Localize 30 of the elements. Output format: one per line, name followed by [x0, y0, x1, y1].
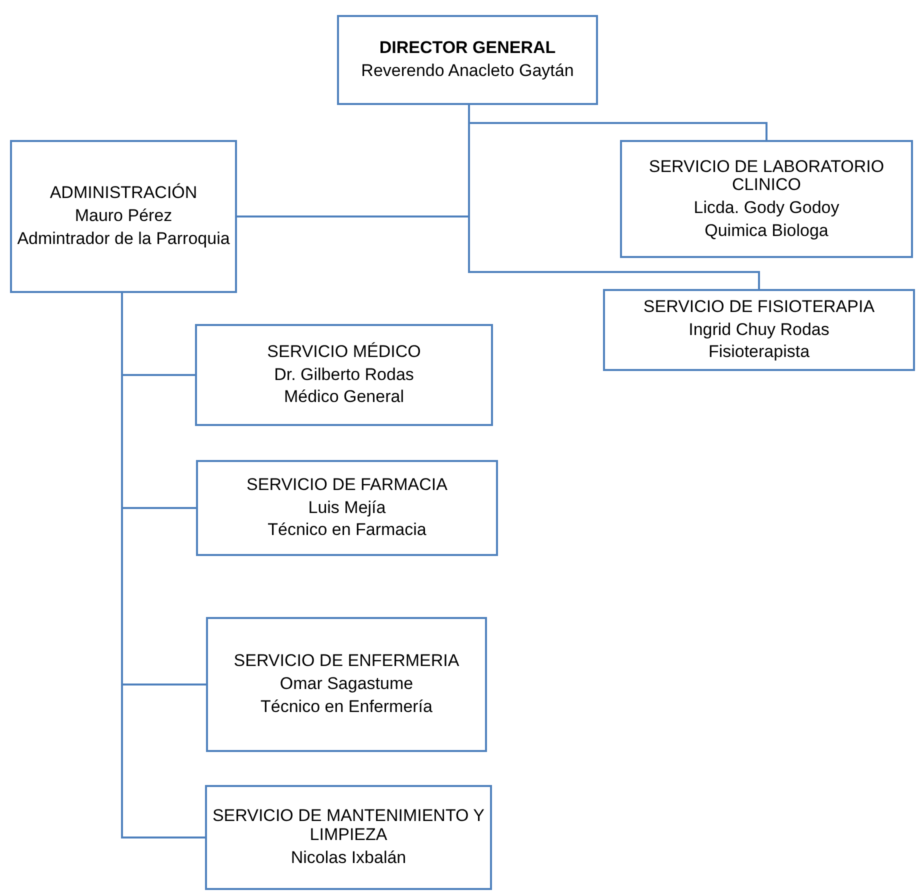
- person-name: Luis Mejía: [308, 498, 386, 518]
- job-title: Admintrador de la Parroquia: [17, 230, 230, 249]
- unit-title: SERVICIO DE LABORATORIO CLINICO: [648, 158, 886, 195]
- person-name: Mauro Pérez: [74, 207, 172, 226]
- unit-title: SERVICIO DE FARMACIA: [246, 476, 448, 495]
- service-box: [620, 140, 913, 258]
- person-name: Dr. Gilberto Rodas: [274, 366, 414, 384]
- person-name: Omar Sagastume: [280, 675, 414, 694]
- job-title: Técnico en Enfermería: [260, 698, 432, 717]
- unit-title: DIRECTOR GENERAL: [379, 39, 556, 58]
- person-name: Licda. Gody Godoy: [694, 199, 840, 218]
- service-box: [196, 460, 498, 556]
- unit-title: SERVICIO DE FISIOTERAPIA: [643, 298, 875, 317]
- director-box: [337, 15, 598, 105]
- job-title: Técnico en Farmacia: [268, 521, 426, 540]
- service-box: [206, 617, 487, 752]
- unit-title: ADMINISTRACIÓN: [50, 184, 198, 204]
- department-box: [10, 140, 237, 293]
- unit-title: SERVICIO MÉDICO: [267, 342, 421, 362]
- person-name: Nicolas Ixbalán: [290, 848, 406, 868]
- job-title: Médico General: [284, 388, 404, 408]
- job-title: Quimica Biologa: [704, 222, 828, 240]
- unit-title: SERVICIO DE MANTENIMIENTO Y LIMPIEZA: [211, 807, 486, 845]
- job-title: Fisioterapista: [708, 343, 810, 362]
- person-name: Ingrid Chuy Rodas: [688, 320, 830, 340]
- unit-title: SERVICIO DE ENFERMERIA: [234, 652, 460, 672]
- service-box: [205, 785, 492, 890]
- service-box: [195, 324, 493, 426]
- service-box: [603, 289, 915, 371]
- person-name: Reverendo Anacleto Gaytán: [361, 62, 574, 81]
